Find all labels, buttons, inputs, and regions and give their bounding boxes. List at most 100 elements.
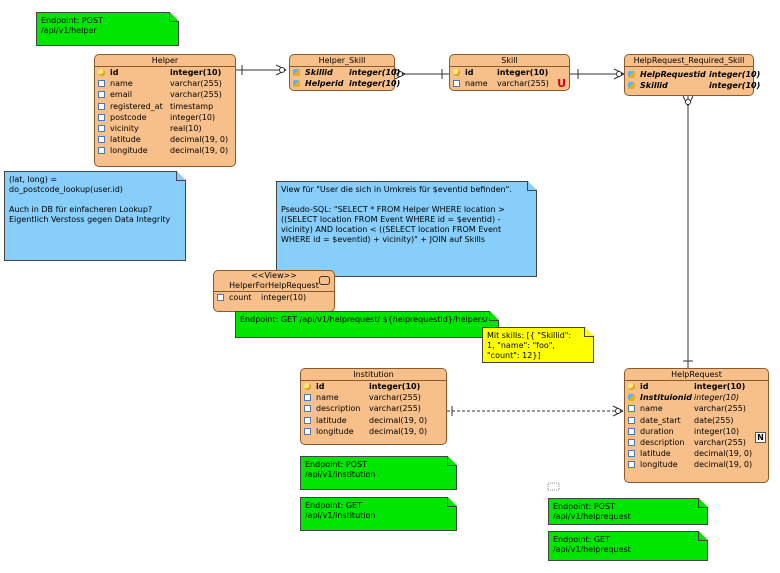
column-name: latitude (110, 135, 141, 145)
column-type: decimal(19, 0) (369, 415, 428, 425)
column-row[interactable]: id integer(10) (450, 67, 569, 78)
column-type: varchar(255) (694, 404, 746, 414)
postcode-lookup-note: (lat, long) = do_postcode_lookup(user.id… (4, 171, 186, 261)
column-type: integer(10) (694, 393, 740, 403)
endpoint-post-institution-note: Endpoint: POST /api/v1/institution (300, 456, 457, 490)
column-name: latitude (316, 415, 347, 425)
helper-title: Helper (95, 55, 235, 67)
column-row[interactable]: latitude decimal(19, 0) (95, 134, 235, 145)
column-name: email (110, 90, 133, 100)
skill-title: Skill (450, 55, 569, 67)
column-name: id (110, 68, 119, 77)
column-name: name (110, 79, 133, 89)
view-database-icon (319, 276, 330, 285)
column-row[interactable]: Skillid integer(10) (625, 80, 760, 91)
column-type: varchar(255) (694, 437, 746, 447)
helprequest-required-skill-entity[interactable]: HelpRequest_Required_Skill HelpRequestid… (624, 54, 760, 96)
column-icon (628, 416, 635, 424)
column-name: Skillid (305, 68, 333, 77)
column-name: Skillid (640, 81, 668, 91)
column-type: integer(10) (709, 81, 761, 91)
column-name: duration (640, 426, 674, 436)
column-name: name (640, 404, 663, 414)
column-icon (453, 80, 460, 88)
foreign-key-icon (628, 82, 635, 90)
column-type: integer(10) (261, 293, 307, 302)
column-type: integer(10) (170, 68, 222, 77)
primary-key-icon (453, 69, 460, 76)
column-name: name (465, 79, 488, 89)
foreign-key-icon (293, 80, 300, 88)
column-row[interactable]: id integer(10) (95, 67, 235, 78)
column-row[interactable]: name varchar(255) (95, 78, 235, 89)
column-name: id (316, 382, 325, 391)
column-icon (628, 427, 635, 435)
column-icon (98, 147, 105, 155)
column-name: longitude (110, 146, 148, 156)
column-row[interactable]: latitude decimal(19, 0) (301, 415, 446, 426)
foreign-key-icon (293, 69, 300, 76)
column-type: varchar(255) (170, 79, 222, 89)
column-name: HelpRequestid (640, 70, 706, 79)
column-row[interactable]: count integer(10) (214, 292, 334, 303)
column-icon (304, 405, 311, 413)
column-icon (98, 102, 105, 110)
column-icon (628, 461, 635, 469)
endpoint-post-helprequest-note[interactable]: Endpoint: POST /api/v1/helprequest (548, 498, 708, 525)
foreign-key-icon (628, 394, 635, 402)
column-type: decimal(19, 0) (694, 460, 753, 470)
helperforhelprequest-title: HelperForHelpRequest (214, 280, 334, 292)
column-name: postcode (110, 112, 147, 122)
helprequest-title: HelpRequest (625, 369, 768, 381)
column-type: integer(10) (349, 79, 401, 89)
column-name: vicinity (110, 123, 139, 133)
column-icon (98, 124, 105, 132)
column-icon (98, 80, 105, 88)
column-name: id (465, 68, 474, 77)
column-type: integer(10) (349, 68, 401, 77)
column-icon (304, 394, 311, 402)
column-type: integer(10) (694, 382, 746, 391)
institution-title: Institution (301, 369, 446, 381)
primary-key-icon (98, 69, 105, 76)
column-type: integer(10) (497, 68, 549, 77)
column-icon (304, 416, 311, 424)
column-row[interactable]: name varchar(255) (625, 403, 768, 414)
column-type: varchar(255) (369, 404, 421, 414)
endpoint-get-institution-note: Endpoint: GET /api/v1/institution (300, 497, 457, 531)
helprequest-required-skill-title: HelpRequest_Required_Skill (625, 55, 753, 67)
endpoint-get-helpers-note: Endpoint: GET /api/v1/helprequest/ ${hel… (235, 311, 499, 338)
endpoint-get-helprequest-note: Endpoint: GET /api/v1/helprequest (548, 531, 708, 561)
column-row[interactable]: Skillid integer(10) (290, 67, 400, 78)
column-type: decimal(19, 0) (170, 135, 229, 145)
column-name: count (229, 293, 252, 302)
primary-key-icon (304, 383, 311, 390)
